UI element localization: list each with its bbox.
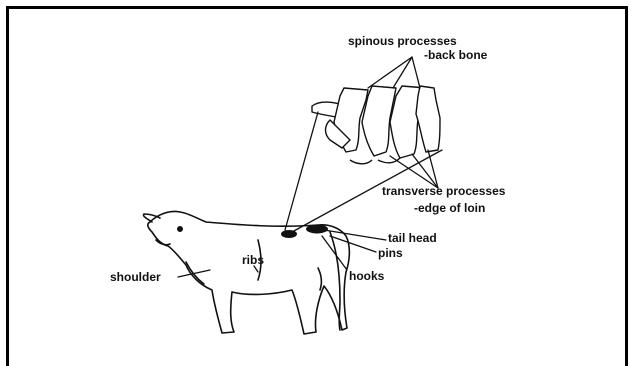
vertebrae-illustration	[312, 86, 440, 164]
label-hooks: hooks	[349, 270, 384, 283]
label-shoulder: shoulder	[110, 271, 161, 284]
pins-leader	[330, 236, 376, 252]
spinous-leader-1	[368, 57, 412, 88]
label-back-bone: -back bone	[424, 49, 487, 62]
label-tail-head: tail head	[388, 232, 437, 245]
shoulder-leader	[178, 270, 210, 277]
spinous-leader-3	[412, 57, 420, 88]
label-transverse-processes: transverse processes	[382, 185, 505, 198]
tail-head-leader	[324, 230, 386, 240]
label-spinous-processes: spinous processes	[348, 35, 457, 48]
callout-line-upper	[285, 112, 318, 230]
spinous-leader-2	[393, 57, 412, 88]
label-ribs: ribs	[242, 254, 264, 267]
cow-hock	[318, 268, 321, 290]
cow-eye	[178, 227, 182, 231]
label-edge-of-loin: -edge of loin	[414, 202, 485, 215]
label-pins: pins	[378, 247, 403, 260]
hip-marker	[306, 225, 328, 234]
